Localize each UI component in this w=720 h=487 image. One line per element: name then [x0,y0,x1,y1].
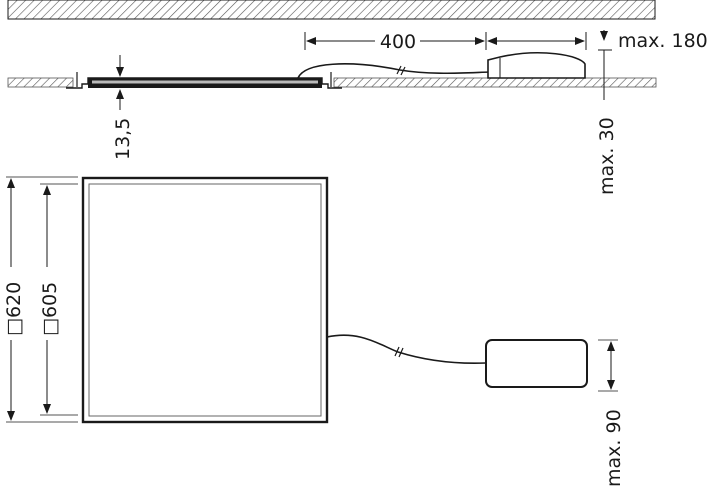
ceiling-slab [7,0,656,20]
outer-size-label: □620 [3,282,25,336]
cable-length-label: 400 [380,31,416,53]
ceiling-void-label: max. 30 [596,117,618,195]
driver-height-label: max. 180 [618,30,708,52]
dimension-cable-length: 400 [304,31,487,53]
panel-thickness-label: 13,5 [112,118,134,160]
inner-size-label: □605 [39,282,61,336]
dimension-outer-size: □620 [3,176,78,423]
dimension-driver-height: max. 180 [487,30,708,52]
dimension-inner-size: □605 [39,183,78,416]
dimension-panel-thickness: 13,5 [112,55,134,160]
dimension-driver-width: max. 90 [598,339,625,487]
panel-top-view [81,176,329,424]
driver-top-view [326,334,588,388]
driver-width-label: max. 90 [603,409,625,487]
panel-side-view [66,52,586,89]
dimension-ceiling-void: max. 30 [596,50,618,195]
